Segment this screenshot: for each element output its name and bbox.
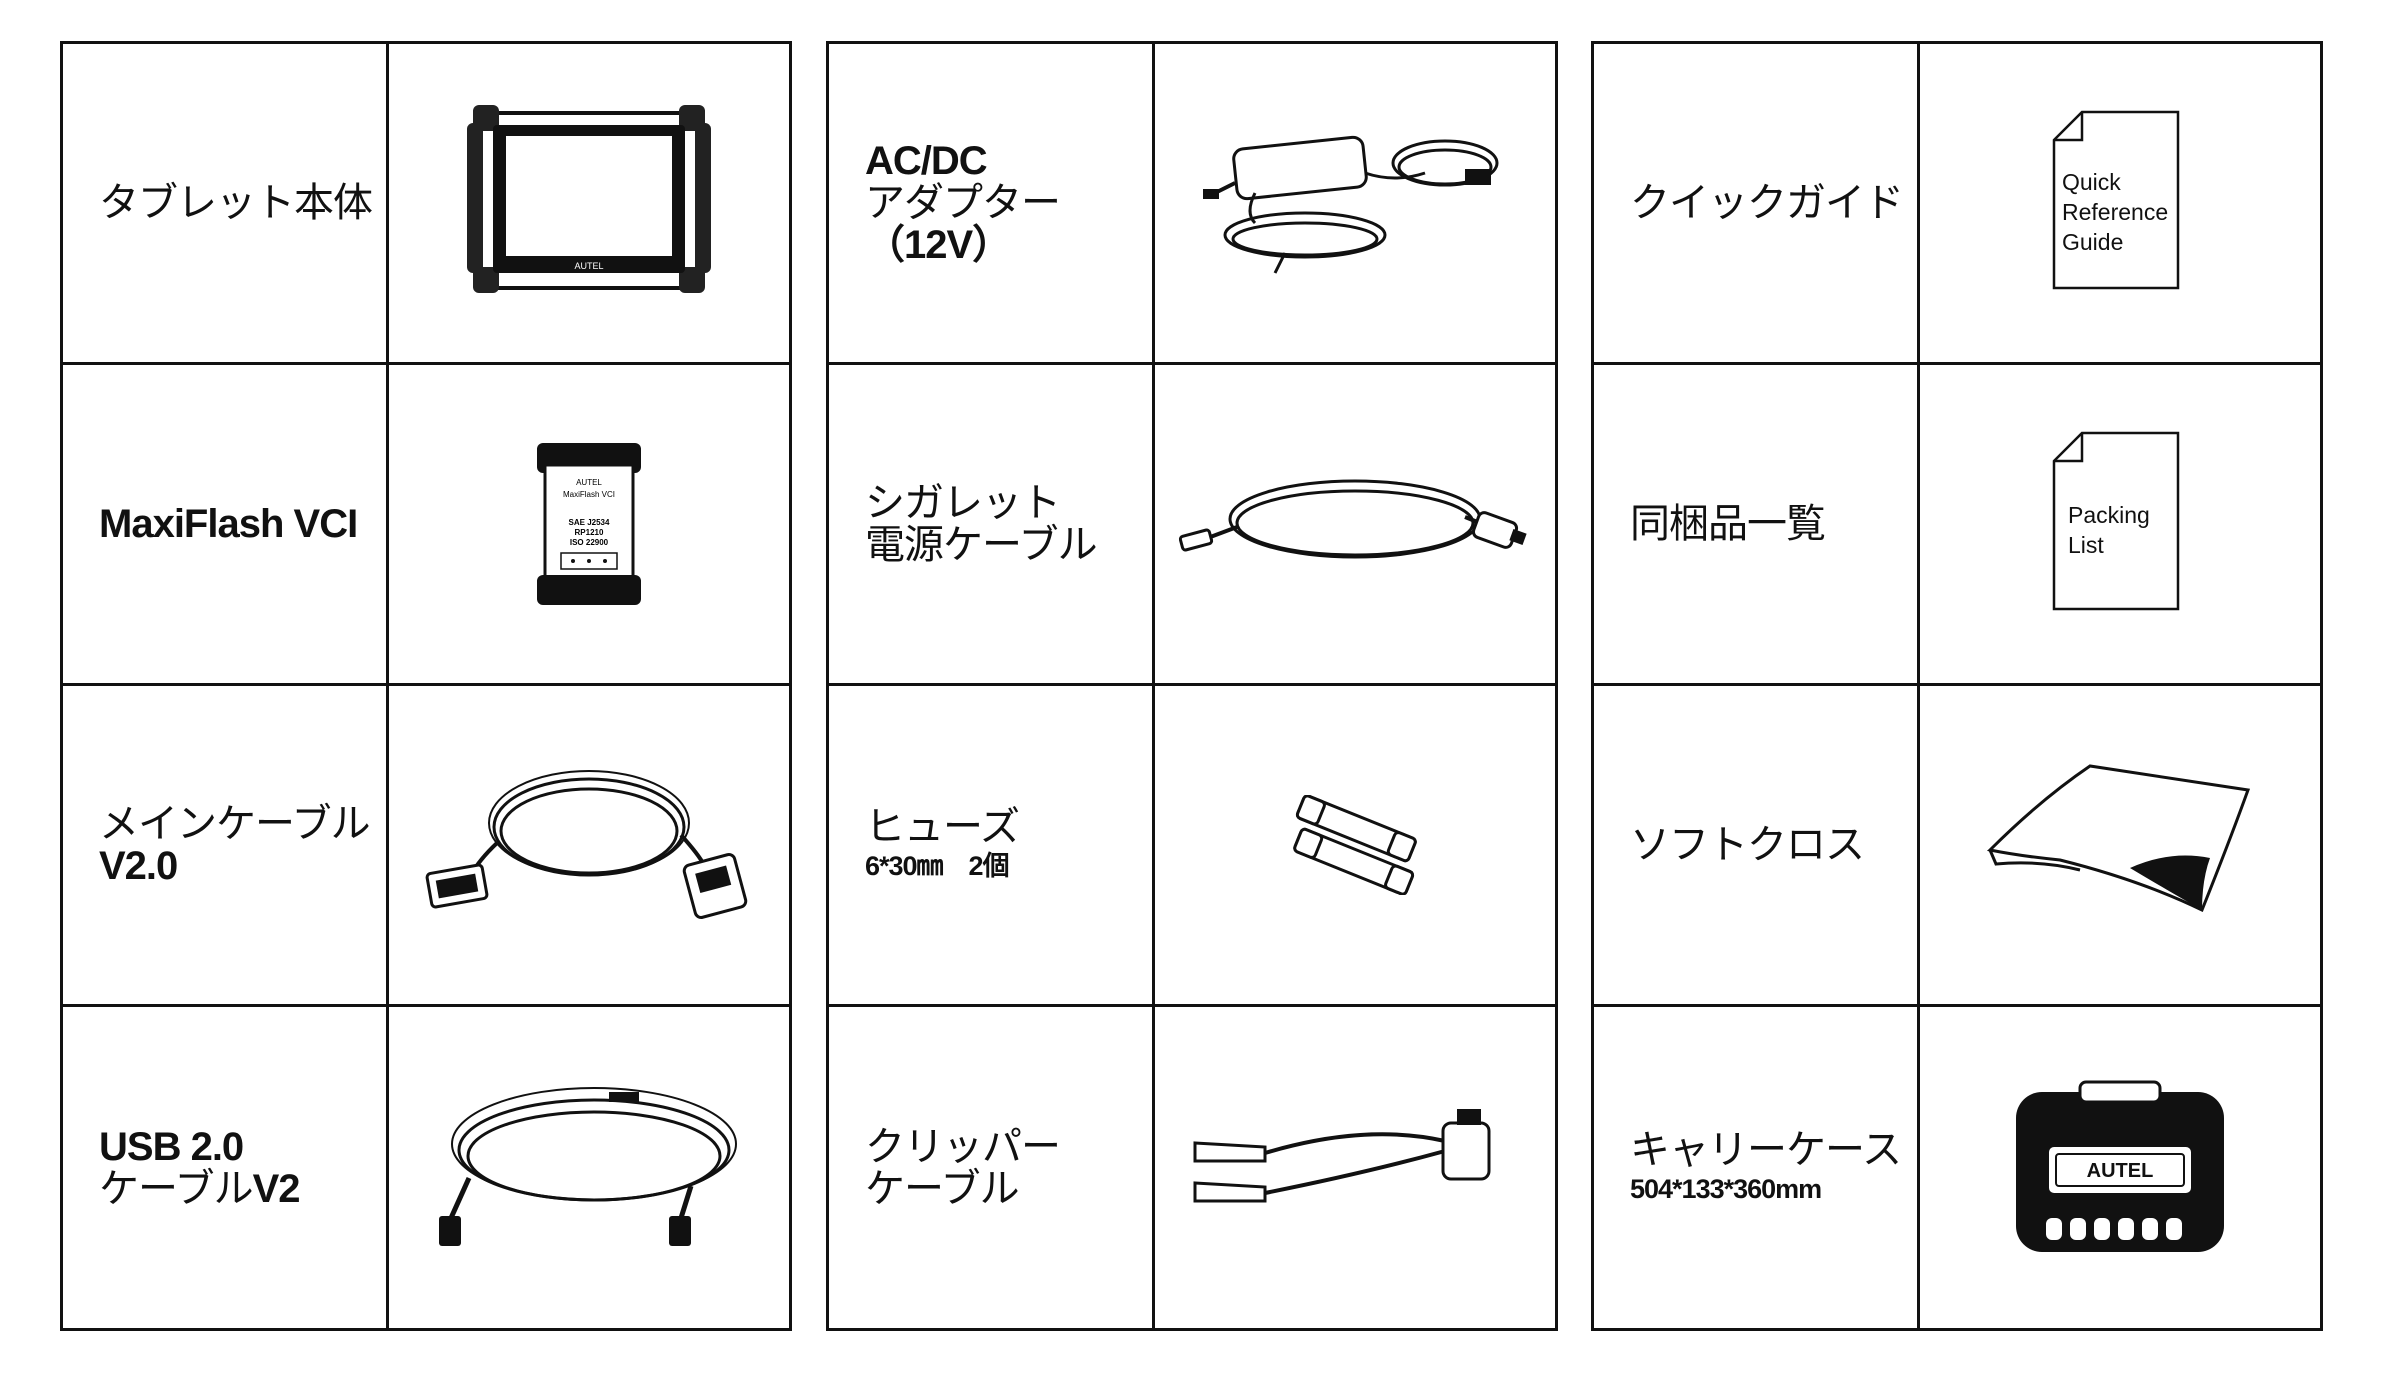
quick-guide-image: Quick Reference Guide	[2052, 110, 2180, 290]
item-label-cell: AC/DC アダプター （12V）	[829, 44, 1155, 365]
item-label: USB 2.0 ケーブルV2	[99, 1124, 301, 1212]
main-cable-image-cell	[389, 686, 789, 1007]
item-label-cell: キャリーケース 504*133*360mm	[1594, 1007, 1920, 1328]
item-label: クリッパー ケーブル	[865, 1123, 1061, 1212]
packing-list-image: Packing List	[2052, 431, 2180, 611]
item-label: メインケーブル V2.0	[99, 801, 371, 888]
item-label: クイックガイド	[1630, 180, 1904, 226]
accessory-table-1: タブレット本体 AUTEL MaxiFlash VCI AUTEL MaxiFl…	[60, 41, 792, 1331]
carry-case-image: AUTEL	[2016, 1080, 2224, 1252]
svg-text:ISO 22900: ISO 22900	[570, 538, 609, 547]
item-label-cell: 同梱品一覧	[1594, 365, 1920, 686]
quick-guide-image-cell: Quick Reference Guide	[1920, 44, 2320, 365]
item-label: ソフトクロス	[1630, 822, 1865, 868]
svg-text:AUTEL: AUTEL	[574, 261, 603, 271]
item-label: シガレット 電源ケーブル	[865, 480, 1098, 568]
clipper-cable-image	[1193, 1108, 1491, 1202]
tablet-image-cell: AUTEL	[389, 44, 789, 365]
clipper-cable-image-cell	[1155, 1007, 1555, 1328]
item-label-cell: ソフトクロス	[1594, 686, 1920, 1007]
vci-image-cell: AUTEL MaxiFlash VCI SAE J2534 RP1210 ISO…	[389, 365, 789, 686]
cigarette-cable-image-cell	[1155, 365, 1555, 686]
vci-image: AUTEL MaxiFlash VCI SAE J2534 RP1210 ISO…	[537, 443, 641, 605]
packing-list-image-cell: Packing List	[1920, 365, 2320, 686]
item-label: タブレット本体	[99, 180, 373, 226]
item-label: AC/DC アダプター （12V）	[865, 139, 1061, 267]
usb-cable-image	[439, 1086, 737, 1246]
carry-case-image-cell: AUTEL	[1920, 1007, 2320, 1328]
svg-text:Packing: Packing	[2068, 502, 2150, 528]
svg-text:Guide: Guide	[2062, 229, 2123, 255]
usb-cable-image-cell	[389, 1007, 789, 1328]
item-label-cell: MaxiFlash VCI	[63, 365, 389, 686]
item-label: ヒューズ 6*30㎜ 2個	[865, 804, 1020, 881]
item-label-cell: クイックガイド	[1594, 44, 1920, 365]
item-label-cell: シガレット 電源ケーブル	[829, 365, 1155, 686]
svg-text:Quick: Quick	[2062, 169, 2121, 195]
fuse-image-cell	[1155, 686, 1555, 1007]
svg-text:MaxiFlash VCI: MaxiFlash VCI	[563, 490, 615, 499]
item-label: キャリーケース 504*133*360mm	[1630, 1126, 1902, 1204]
item-label: MaxiFlash VCI	[99, 502, 358, 546]
soft-cloth-image-cell	[1920, 686, 2320, 1007]
accessory-table-2: AC/DC アダプター （12V） シガレット 電源ケーブル	[826, 41, 1558, 1331]
ac-adapter-image-cell	[1155, 44, 1555, 365]
svg-text:AUTEL: AUTEL	[576, 478, 602, 487]
main-cable-image	[425, 770, 748, 919]
fuse-image	[1293, 795, 1417, 895]
svg-text:Reference: Reference	[2062, 199, 2168, 225]
item-label-cell: クリッパー ケーブル	[829, 1007, 1155, 1328]
svg-text:SAE J2534: SAE J2534	[569, 518, 610, 527]
ac-adapter-image	[1203, 135, 1499, 274]
item-label-cell: USB 2.0 ケーブルV2	[63, 1007, 389, 1328]
item-label-cell: タブレット本体	[63, 44, 389, 365]
soft-cloth-image	[1986, 764, 2251, 913]
item-label-cell: メインケーブル V2.0	[63, 686, 389, 1007]
cigarette-cable-image	[1178, 479, 1527, 559]
svg-text:AUTEL: AUTEL	[2087, 1160, 2154, 1182]
item-label: 同梱品一覧	[1630, 501, 1826, 547]
item-label-cell: ヒューズ 6*30㎜ 2個	[829, 686, 1155, 1007]
tablet-image: AUTEL	[467, 105, 711, 293]
svg-text:RP1210: RP1210	[575, 528, 604, 537]
svg-text:List: List	[2068, 532, 2104, 558]
accessory-table-3: クイックガイド Quick Reference Guide 同梱品一覧 Pack…	[1591, 41, 2323, 1331]
